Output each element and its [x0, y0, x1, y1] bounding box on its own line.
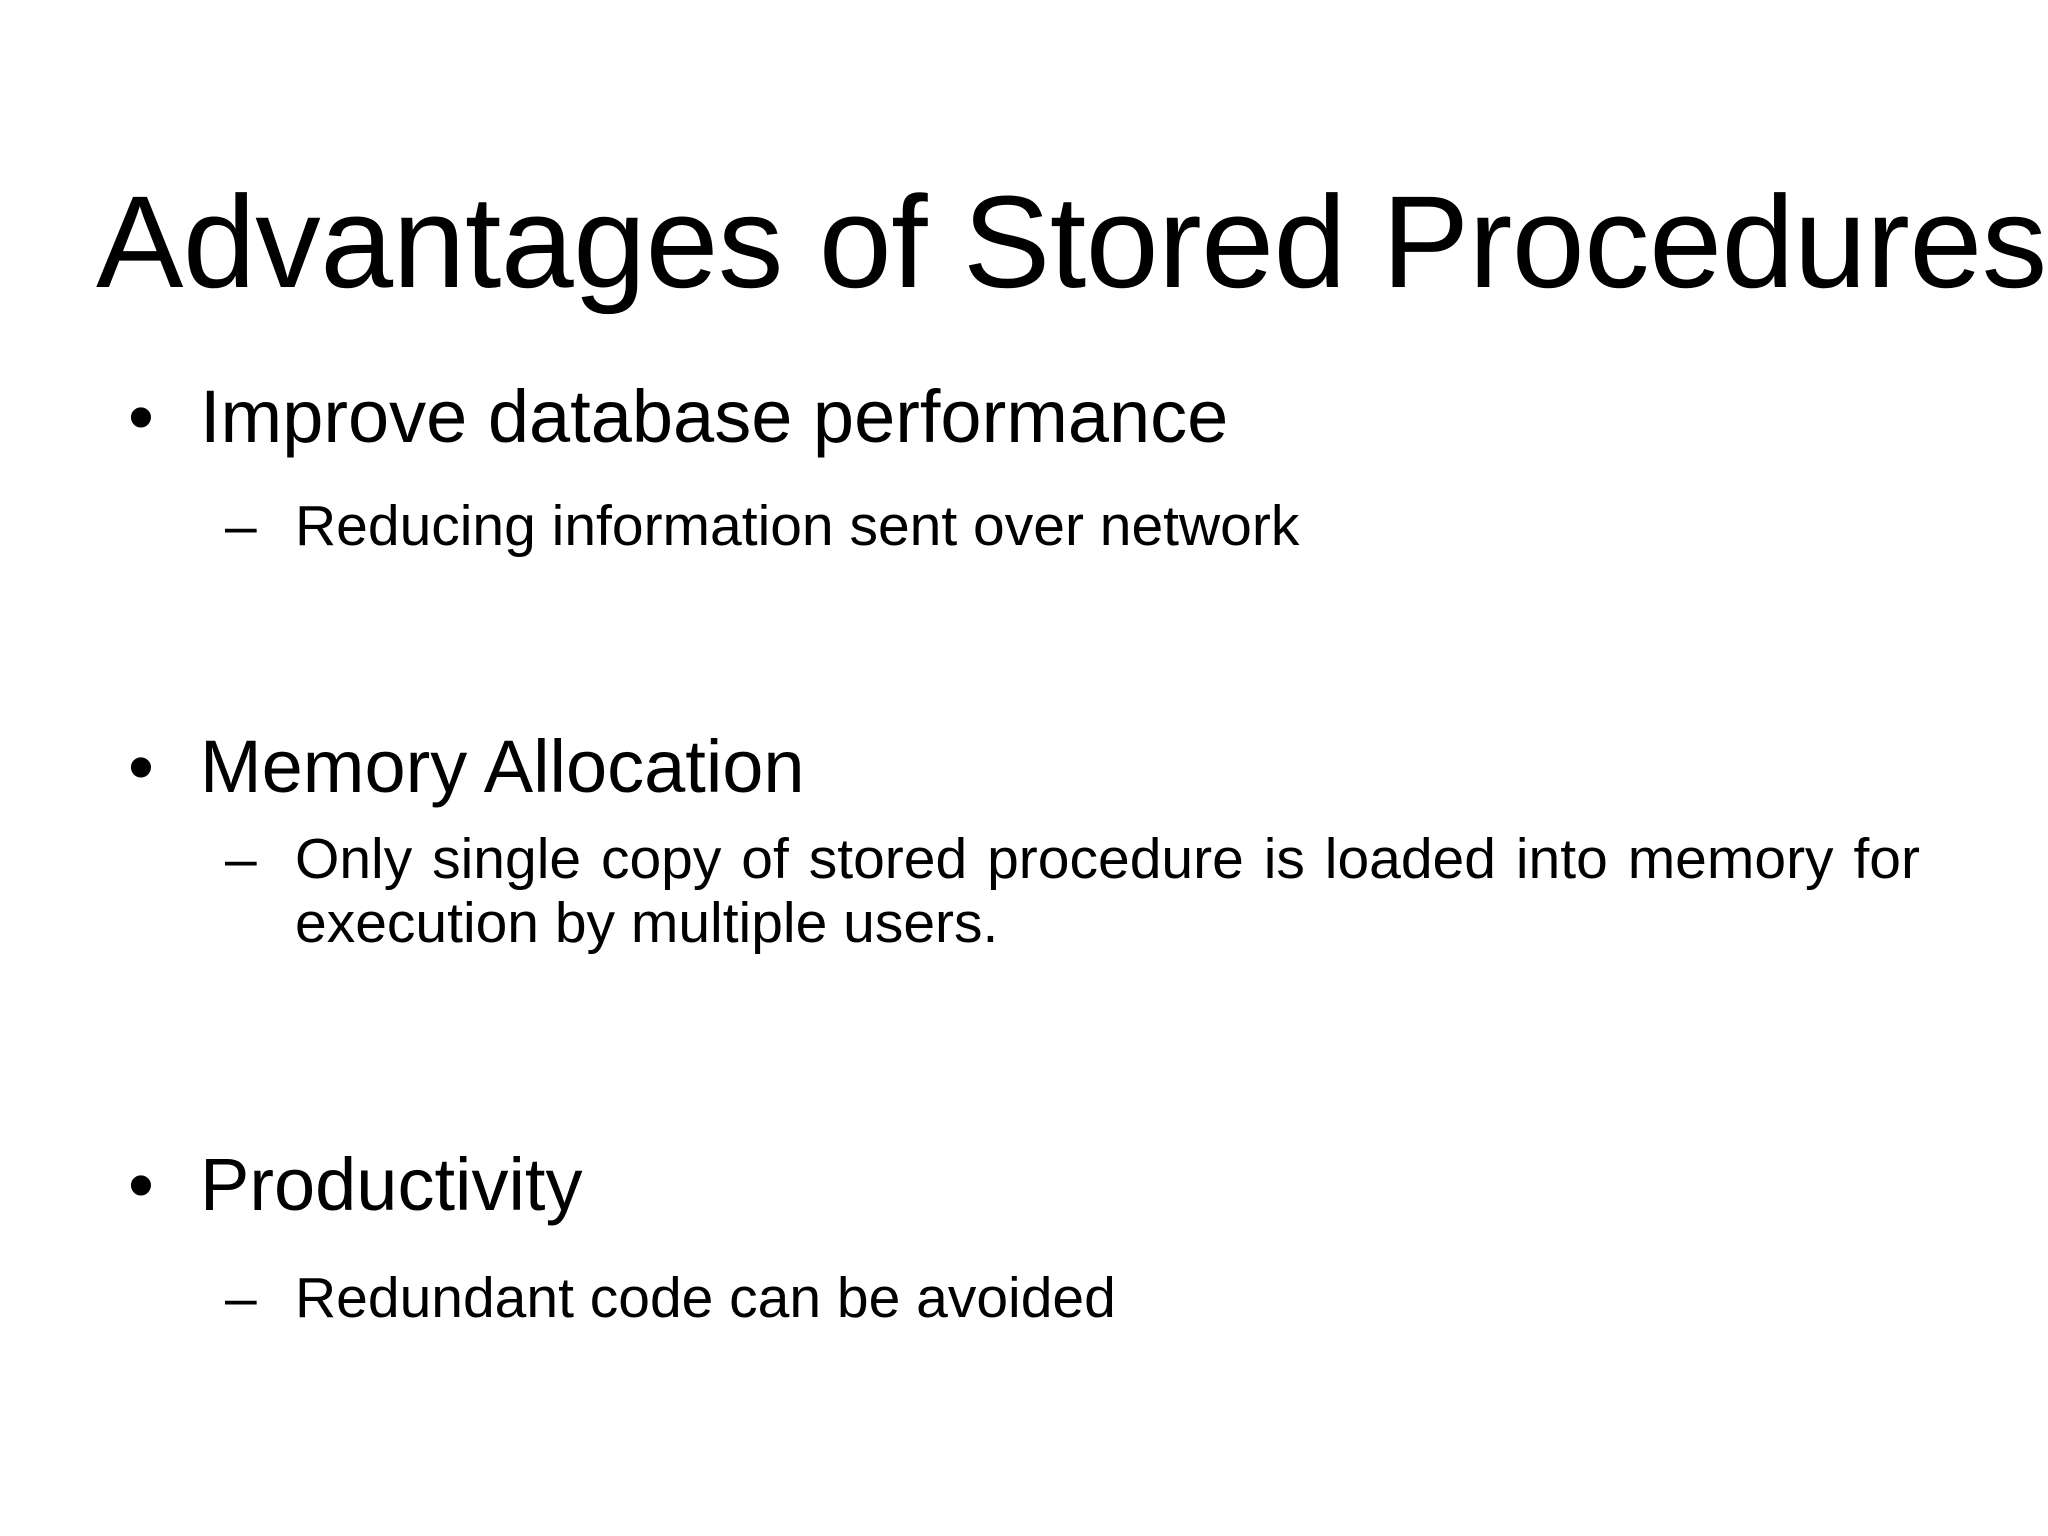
dash-bullet-icon: –: [225, 494, 257, 558]
bullet-label: Productivity: [200, 1143, 583, 1226]
bullet-label: Improve database performance: [200, 375, 1229, 458]
bullet-label: Memory Allocation: [200, 725, 805, 808]
dash-bullet-icon: –: [225, 1266, 257, 1330]
sub-bullet-label: Reducing information sent over network: [295, 494, 1300, 558]
dash-bullet-icon: –: [225, 827, 257, 891]
sub-bullet-label: Only single copy of stored procedure is …: [295, 827, 1920, 955]
bullet-dot-icon: •: [128, 1143, 154, 1226]
bullet-dot-icon: •: [128, 375, 154, 458]
bullet-dot-icon: •: [128, 725, 154, 808]
slide-title: Advantages of Stored Procedures: [96, 167, 2047, 315]
sub-bullet-label: Redundant code can be avoided: [295, 1266, 1116, 1330]
